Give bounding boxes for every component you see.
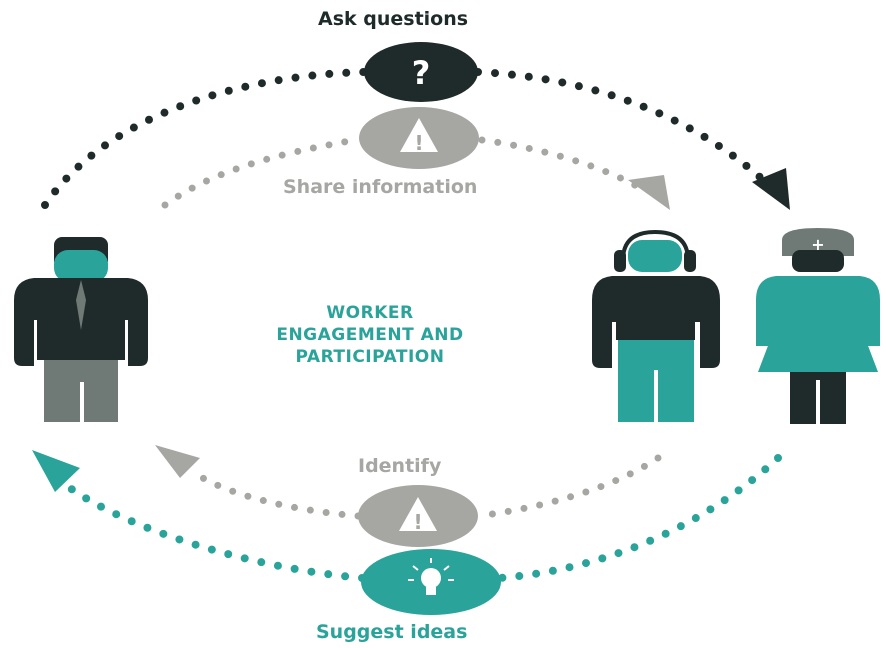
svg-text:!: ! [413,510,422,534]
lightbulb-icon [408,558,454,595]
share-information-label: Share information [283,176,478,198]
ask-questions-label: Ask questions [318,8,469,30]
identify-arrowhead [155,445,200,478]
center-title-line-3: PARTICIPATION [295,347,445,367]
identify-arc-left [186,466,362,520]
nurse-figure: + [756,228,880,424]
suggest-ideas-arc [496,454,782,582]
ask-questions-badge: ? [364,42,478,102]
identify-label: Identify [358,455,442,477]
suggest-ideas-arrowhead [32,450,80,492]
cross-icon: + [811,235,824,254]
manager-figure [14,237,148,422]
ask-questions-arc-right [474,68,776,192]
warning-icon: ! [399,497,437,534]
share-information-arc-right [478,136,644,192]
worker-figure [592,229,720,422]
worker-head [628,240,682,272]
suggest-ideas-badge [361,549,501,615]
center-title-line-2: ENGAGEMENT AND [276,325,464,345]
identify-badge: ! [358,485,478,547]
svg-text:!: ! [414,131,423,155]
suggest-ideas-arc-left [66,484,366,582]
question-icon: ? [412,54,431,92]
nurse-head [792,250,844,272]
center-title: WORKER ENGAGEMENT AND PARTICIPATION [200,302,540,368]
warning-icon: ! [400,118,438,155]
manager-head [54,250,108,282]
share-information-badge: ! [359,107,479,169]
suggest-ideas-label: Suggest ideas [316,621,468,643]
ask-questions-arrowhead [752,168,790,210]
identify-arc [474,454,662,520]
share-information-arrowhead [628,175,670,210]
center-title-line-1: WORKER [326,303,414,323]
